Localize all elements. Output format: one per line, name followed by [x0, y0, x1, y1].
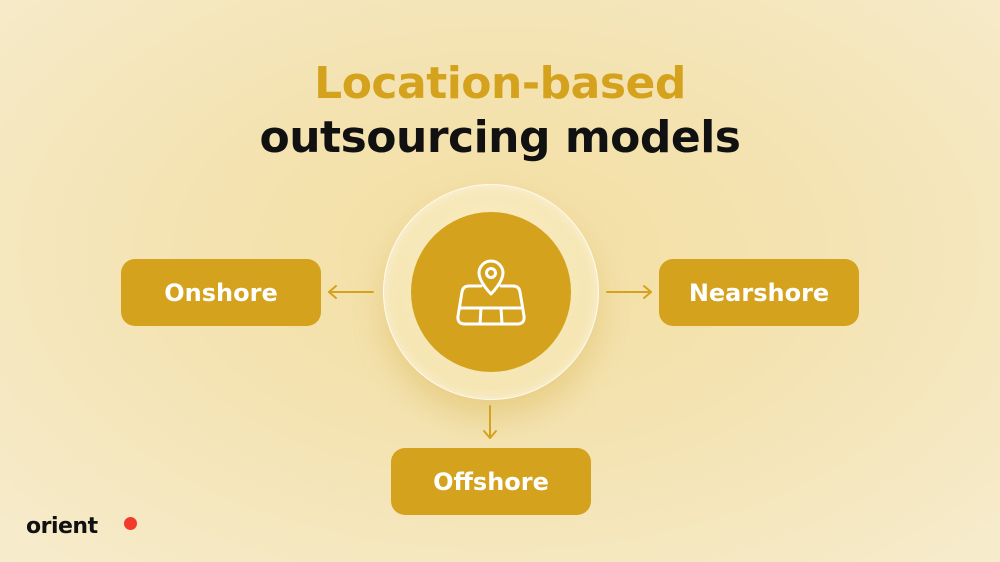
onshore-box: Onshore	[121, 259, 321, 326]
brand-logo: orient	[26, 514, 98, 539]
logo-dot-icon	[124, 517, 137, 530]
arrow-left-icon	[328, 285, 374, 299]
offshore-box: Offshore	[391, 448, 591, 515]
center-circle	[411, 212, 571, 372]
arrow-right-icon	[606, 285, 652, 299]
title-highlight: Location-based	[314, 58, 686, 109]
nearshore-box: Nearshore	[659, 259, 859, 326]
map-pin-icon	[456, 259, 526, 326]
arrow-down-icon	[483, 405, 497, 439]
title-main: outsourcing models	[259, 112, 741, 163]
